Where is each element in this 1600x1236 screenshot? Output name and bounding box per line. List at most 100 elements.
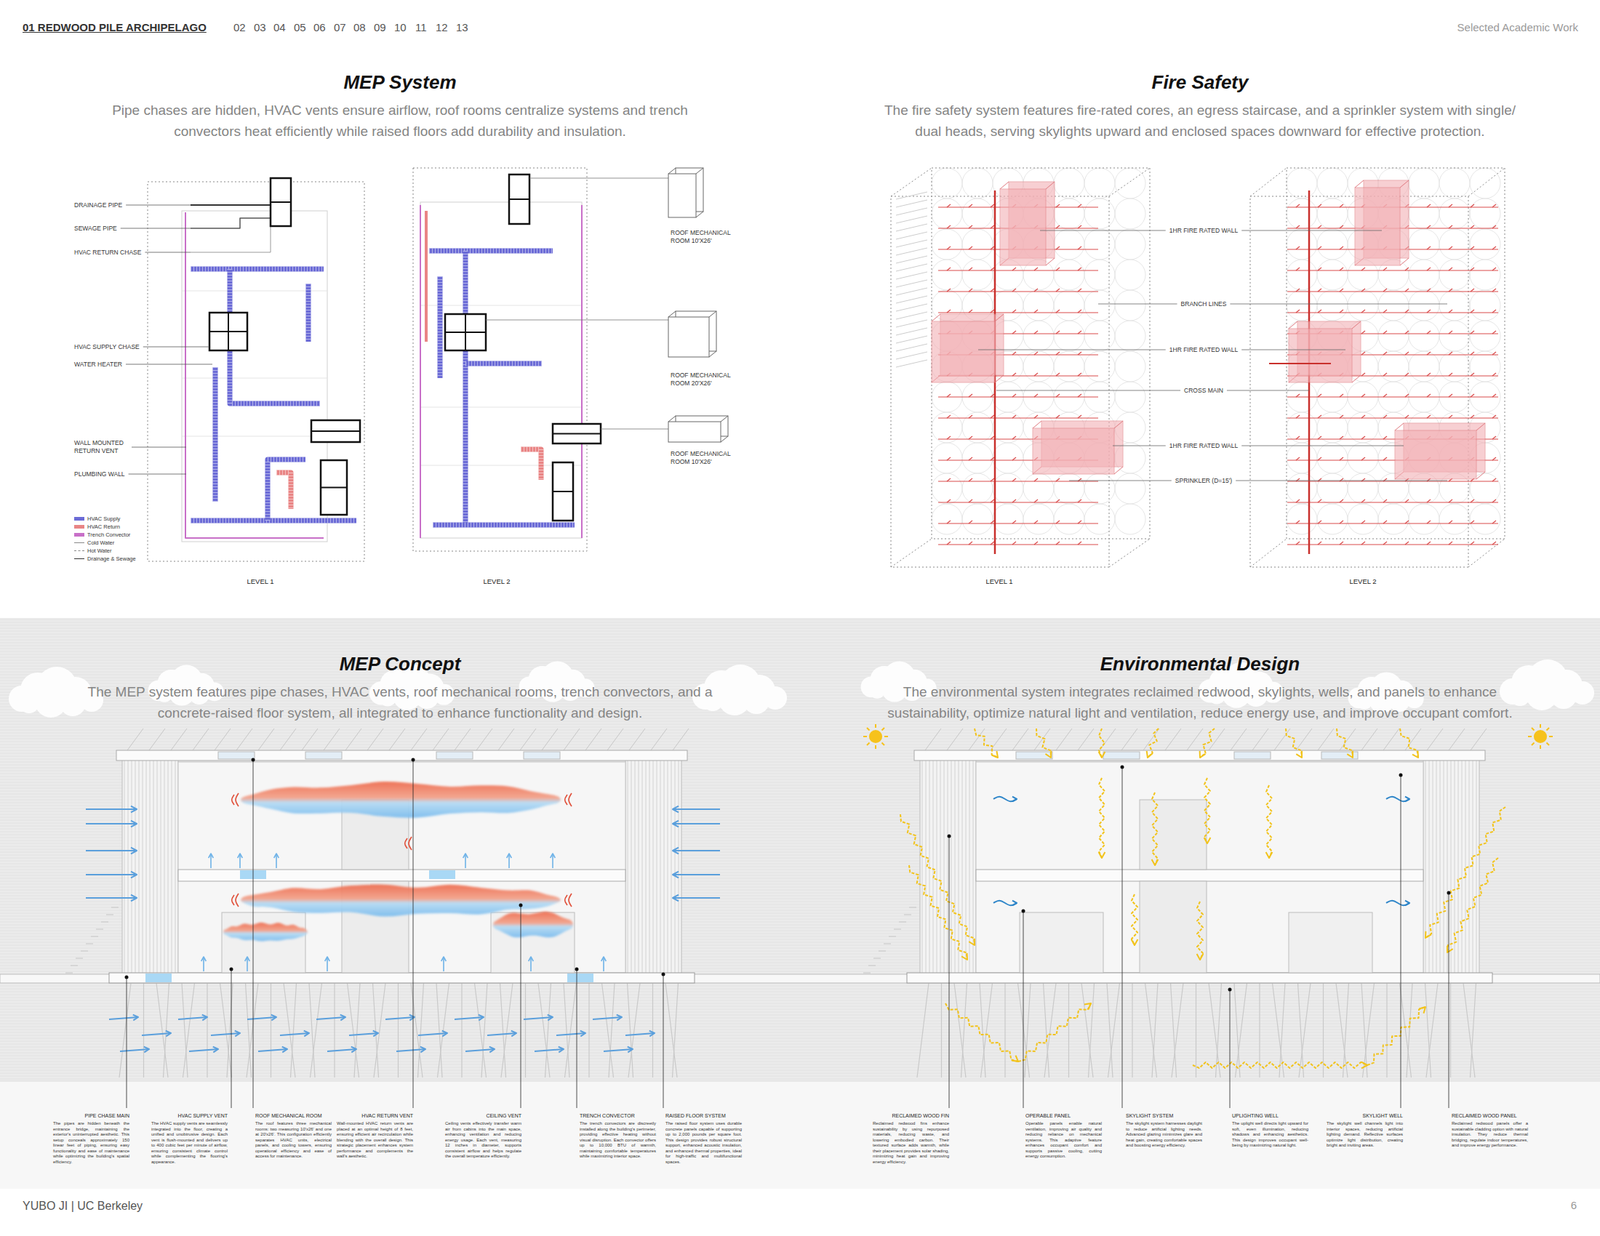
airflow-arrow-head [130,872,137,879]
supply-vent-arrow-head [601,957,607,962]
sprinkler-head [1317,309,1322,313]
room-label: ROOF MECHANICAL ROOM 10'X26' [670,229,744,246]
hvac-duct [520,449,542,480]
wood-fin [944,757,945,974]
wood-fin [1458,757,1459,974]
sprinkler-head [1339,457,1344,461]
sun-ray [1539,745,1542,750]
sprinkler-head [1034,415,1038,419]
daylight-path-head [961,953,968,960]
sprinkler-coverage [1286,473,1318,504]
sprinkler-coverage [1023,320,1054,352]
redwood-pile [628,983,640,1078]
partition [181,378,328,379]
duct-rib [213,367,219,502]
ventilation-arrow [1386,901,1410,907]
sprinkler-head [1361,436,1366,440]
legend-text: HVAC Return [87,523,120,531]
sprinkler-head [1077,541,1082,545]
sprinkler-head [1383,352,1387,355]
building-section [65,728,695,1078]
sprinkler-coverage [1084,229,1115,260]
sprinkler-coverage [1378,290,1409,321]
room-label: ROOF MECHANICAL ROOM 10'X26' [670,450,744,467]
sprinkler-head [1012,457,1016,461]
wood-fin [135,757,136,974]
redwood-pile [1470,983,1477,1078]
sprinkler-head [1492,499,1496,503]
trench-convector [567,973,594,983]
sprinkler-head [968,520,973,524]
pipe-label: WATER HEATER [74,360,123,369]
pipe-label: HVAC SUPPLY CHASE [74,343,140,352]
sprinkler-coverage [962,168,993,199]
redwood-pile [652,983,654,1078]
callout-note: TRENCH CONVECTORThe trench convectors ar… [579,1112,656,1160]
callout-leader [520,905,522,1109]
sprinkler-head [1405,330,1409,334]
sprinkler-head [1339,499,1344,503]
sprinkler-head [990,520,995,524]
sprinkler-head [968,288,973,292]
wood-fin [175,757,176,974]
redwood-pile [461,983,462,1078]
facade [1423,756,1480,975]
underfloor-airflow-head [282,1047,288,1054]
stair-step [65,973,73,974]
underfloor-airflow-head [304,1031,310,1038]
legend-text: Trench Convector [87,531,131,539]
sun-ray [1531,742,1535,746]
egress-stair [896,312,928,320]
fire-rated-core [1032,428,1115,475]
sprinkler-head [1317,499,1322,503]
sprinkler-coverage [1347,473,1379,504]
texture-line [0,622,1600,624]
sprinkler-head [1077,204,1082,208]
roof-mechanical-room-edge [696,211,704,218]
stair-step [80,951,88,952]
wood-fin [664,757,665,974]
sprinkler-head [968,225,973,229]
stair-step [898,922,907,923]
sprinkler-coverage [1378,504,1409,535]
callout-body: Reclaimed redwood panels offer a sustain… [1451,1121,1528,1150]
roof-slab [914,750,1486,761]
sprinkler-head [1383,457,1387,461]
sprinkler-head [1448,541,1453,545]
cross-main [1269,362,1331,365]
sprinkler-head [1426,520,1431,524]
sprinkler-coverage [931,473,963,504]
callout-body: Wall-mounted HVAC return vents are place… [336,1121,414,1160]
sprinkler-head [1296,436,1300,440]
sprinkler-head [1383,330,1387,334]
fire-rated-core-edge [1394,423,1404,431]
sprinkler-head [1339,288,1344,292]
sprinkler-head [1034,373,1038,376]
sprinkler-coverage [1023,351,1054,382]
underfloor-airflow [109,1017,139,1020]
ventilation-arrow-head [1012,901,1017,907]
sprinkler-coverage [1023,290,1054,321]
sprinkler-head [1426,373,1431,376]
sprinkler-head [946,499,951,503]
sun [863,724,888,750]
callout-leader [1400,775,1402,1109]
sprinkler-head [1034,541,1038,545]
label-leader [1226,390,1310,392]
texture-line [0,989,1600,990]
ventilation-arrow-head [1405,797,1410,803]
sprinkler-head [1339,541,1344,545]
roof-truss [1252,728,1269,751]
redwood-pile [941,983,942,1078]
sprinkler-head [1339,394,1344,398]
sprinkler-head [1361,352,1366,355]
daylight-path [1204,778,1211,844]
pipe-label: HVAC RETURN CHASE [74,248,142,257]
core-division [320,487,347,489]
daylight-path-head [1296,751,1302,758]
stair-step [904,914,912,916]
sprinkler-head [1317,288,1322,292]
underfloor-airflow [327,1049,357,1052]
redwood-pile [397,983,399,1078]
page-tab: 06 [313,21,326,35]
